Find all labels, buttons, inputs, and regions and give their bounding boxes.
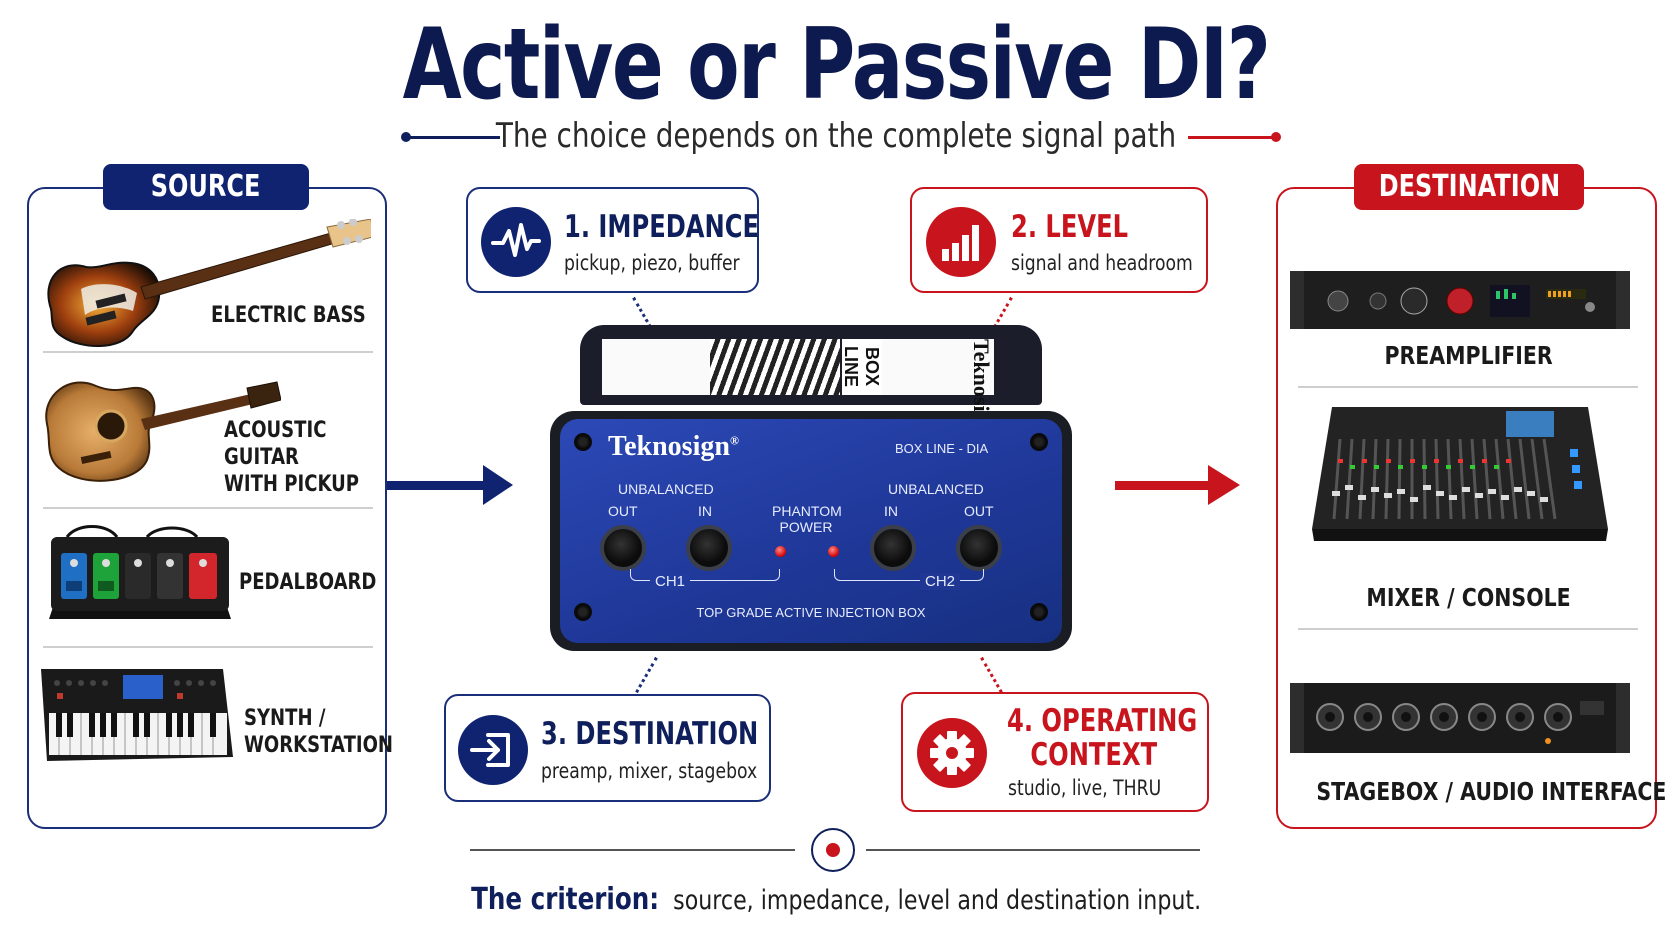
- page-title: Active or Passive DI?: [402, 8, 1271, 122]
- di-top-model: BOX LINE: [841, 339, 882, 395]
- subtitle-line-left: [408, 136, 500, 139]
- source-label-electric-bass: ELECTRIC BASS: [211, 303, 366, 328]
- source-divider: [43, 646, 373, 648]
- ch1-out-label: OUT: [608, 503, 638, 519]
- destination-panel: DESTINATION PREAMPLIFIER MIXER / CONSOLE: [1276, 164, 1667, 829]
- source-to-di-arrow: [387, 481, 487, 490]
- ch2-out-label: OUT: [964, 503, 994, 519]
- source-item-pedalboard: PEDALBOARD: [41, 523, 376, 633]
- factor-title: 3. DESTINATION: [541, 716, 759, 752]
- mixer-console-icon: [1312, 407, 1608, 541]
- screw: [1030, 433, 1048, 451]
- ch2-out-jack[interactable]: [956, 525, 1002, 571]
- electric-bass-icon: [47, 219, 371, 347]
- di-top-brand: Teknosign: [882, 339, 994, 435]
- waveform-icon: [481, 207, 551, 277]
- di-top-label-panel: [602, 339, 712, 395]
- source-to-di-arrowhead: [483, 465, 513, 505]
- ch1-bracket: [630, 569, 780, 581]
- pedalboard-icon: [49, 525, 231, 619]
- destination-tag: DESTINATION: [1354, 164, 1584, 210]
- stagebox-icon: [1290, 683, 1630, 753]
- phantom-led: [828, 546, 839, 557]
- di-to-destination-arrow: [1115, 481, 1211, 490]
- factor-card-destination: 3. DESTINATION preamp, mixer, stagebox: [444, 694, 771, 802]
- factor-subtitle: pickup, piezo, buffer: [564, 251, 740, 275]
- source-divider: [43, 351, 373, 353]
- di-top-pattern: [710, 339, 840, 395]
- factor-card-operating-context: 4. OPERATING CONTEXT studio, live, THRU: [901, 692, 1209, 812]
- di-faceplate: Teknosign® BOX LINE - DIA UNBALANCED OUT…: [560, 419, 1062, 643]
- connector-destination: [635, 656, 658, 694]
- criterion-text: source, impedance, level and destination…: [673, 885, 1202, 916]
- factor-title: 4. OPERATING CONTEXT: [1007, 703, 1198, 773]
- factor-subtitle: signal and headroom: [1011, 251, 1193, 275]
- di-brand: Teknosign®: [608, 431, 739, 462]
- synth-keyboard-icon: [41, 669, 233, 761]
- criterion-line: The criterion: source, impedance, level …: [0, 882, 1672, 917]
- di-tagline: TOP GRADE ACTIVE INJECTION BOX: [696, 605, 926, 620]
- target-icon: [811, 828, 855, 872]
- level-bars-icon: [926, 207, 996, 277]
- destination-divider: [1298, 386, 1638, 388]
- source-tag: SOURCE: [103, 164, 309, 210]
- di-box-front: Teknosign® BOX LINE - DIA UNBALANCED OUT…: [550, 411, 1072, 651]
- bottom-rule-left: [470, 849, 795, 851]
- destination-label-mixer: MIXER / CONSOLE: [1366, 583, 1571, 612]
- factor-subtitle: studio, live, THRU: [1008, 776, 1162, 800]
- factor-title: 2. LEVEL: [1011, 209, 1128, 245]
- screw: [1030, 603, 1048, 621]
- factor-card-level: 2. LEVEL signal and headroom: [910, 187, 1208, 293]
- source-item-acoustic-guitar: ACOUSTIC GUITAR WITH PICKUP: [41, 364, 371, 497]
- destination-label-stagebox: STAGEBOX / AUDIO INTERFACE: [1316, 777, 1667, 806]
- ch2-in-label: IN: [884, 503, 898, 519]
- destination-divider: [1298, 628, 1638, 630]
- subtitle-row: The choice depends on the complete signa…: [0, 112, 1672, 162]
- ch1-label: CH1: [650, 573, 691, 590]
- source-item-synth: SYNTH / WORKSTATION: [41, 665, 393, 775]
- ch1-unbalanced-label: UNBALANCED: [618, 481, 714, 497]
- subtitle: The choice depends on the complete signa…: [495, 116, 1177, 156]
- source-divider: [43, 507, 373, 509]
- subtitle-dot-right: [1271, 132, 1281, 142]
- acoustic-guitar-icon: [45, 381, 281, 482]
- connector-operating-context: [980, 656, 1003, 694]
- screw: [574, 433, 592, 451]
- subtitle-dot-left: [401, 132, 411, 142]
- factor-subtitle: preamp, mixer, stagebox: [541, 759, 758, 783]
- screw: [574, 603, 592, 621]
- factor-card-impedance: 1. IMPEDANCE pickup, piezo, buffer: [466, 187, 759, 293]
- source-label-acoustic-guitar: ACOUSTIC GUITAR WITH PICKUP: [224, 418, 360, 497]
- factor-title: 1. IMPEDANCE: [564, 209, 760, 245]
- di-box-top: BOX LINE Teknosign: [580, 325, 1042, 435]
- source-panel: SOURCE ELECTRIC BASS: [27, 164, 393, 829]
- ch2-unbalanced-label: UNBALANCED: [888, 481, 984, 497]
- source-label-synth: SYNTH / WORKSTATION: [244, 706, 394, 758]
- di-to-destination-arrowhead: [1208, 465, 1240, 505]
- ch2-in-jack[interactable]: [870, 525, 916, 571]
- gear-icon: [917, 718, 987, 788]
- input-arrow-icon: [458, 715, 528, 785]
- ch1-in-label: IN: [698, 503, 712, 519]
- phantom-led: [775, 546, 786, 557]
- di-model: BOX LINE - DIA: [895, 441, 989, 456]
- ch1-in-jack[interactable]: [686, 525, 732, 571]
- di-box: BOX LINE Teknosign Teknosign® BOX LINE -…: [550, 325, 1072, 655]
- subtitle-line-right: [1188, 136, 1276, 139]
- source-label-pedalboard: PEDALBOARD: [239, 570, 377, 595]
- ch2-bracket: [834, 569, 984, 581]
- source-item-electric-bass: ELECTRIC BASS: [41, 219, 371, 359]
- ch1-out-jack[interactable]: [600, 525, 646, 571]
- preamplifier-icon: [1290, 271, 1630, 329]
- bottom-rule-right: [866, 849, 1200, 851]
- criterion-lead: The criterion:: [470, 882, 659, 917]
- destination-label-preamplifier: PREAMPLIFIER: [1384, 341, 1553, 370]
- ch2-label: CH2: [920, 573, 961, 590]
